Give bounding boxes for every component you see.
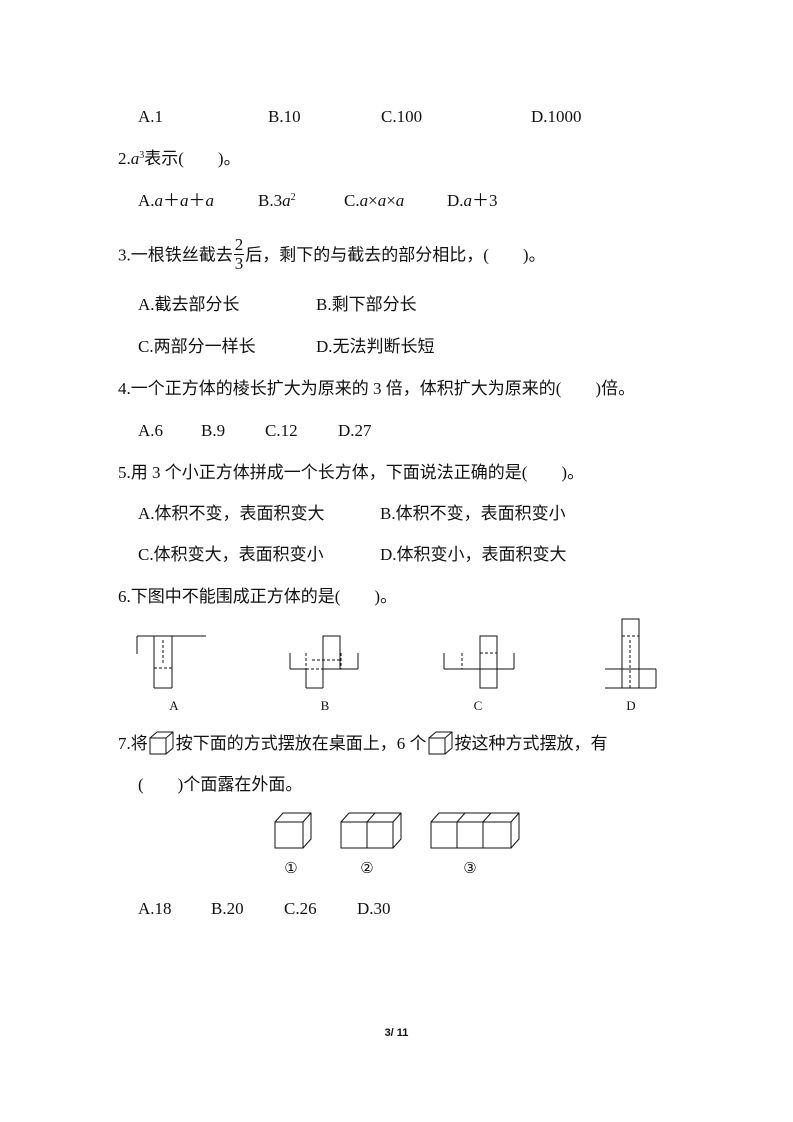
q3-option-c: C.两部分一样长 xyxy=(138,337,256,356)
q7-option-a: A.18 xyxy=(138,899,172,918)
q5-option-a: A.体积不变，表面积变大 xyxy=(138,504,325,523)
cube-net-b xyxy=(289,635,359,689)
stack-label-2: ② xyxy=(360,861,373,877)
small-cube-icon xyxy=(428,731,452,755)
q7-question-line2: ( )个面露在外面。 xyxy=(138,775,303,794)
q7-option-b: B.20 xyxy=(211,899,244,918)
q1-option-a: A.1 xyxy=(138,107,164,126)
net-label-d: D xyxy=(626,698,635,713)
cube-stack-1 xyxy=(274,812,312,849)
q2-option-c: C.a×a×a xyxy=(344,191,405,210)
cube-stack-2 xyxy=(340,812,402,849)
cube-net-d xyxy=(605,618,657,689)
page-number: 3/ 11 xyxy=(384,1027,409,1039)
q2-question: 2.a3表示( )。 xyxy=(118,149,241,168)
q4-option-c: C.12 xyxy=(265,421,298,440)
q5-question: 5.用 3 个小正方体拼成一个长方体，下面说法正确的是( )。 xyxy=(118,463,585,482)
q2-option-a: A.a＋a＋a xyxy=(138,191,215,210)
q1-option-b: B.10 xyxy=(268,107,301,126)
small-cube-icon xyxy=(149,731,174,755)
q5-option-d: D.体积变小，表面积变大 xyxy=(380,545,567,564)
q2-option-b: B.3a2 xyxy=(258,191,296,210)
q4-option-a: A.6 xyxy=(138,421,164,440)
net-label-b: B xyxy=(321,698,330,713)
q3-option-a: A.截去部分长 xyxy=(138,295,240,314)
cube-stack-3 xyxy=(430,812,520,849)
net-label-a: A xyxy=(169,698,179,713)
q1-option-c: C.100 xyxy=(381,107,423,126)
q3-option-d: D.无法判断长短 xyxy=(316,337,435,356)
q5-option-b: B.体积不变，表面积变小 xyxy=(380,504,566,523)
q4-option-b: B.9 xyxy=(201,421,226,440)
cube-net-a xyxy=(136,635,206,689)
q6-question: 6.下图中不能围成正方体的是( )。 xyxy=(118,587,398,606)
q7-option-d: D.30 xyxy=(357,899,391,918)
q2-option-d: D.a＋3 xyxy=(447,191,498,210)
q1-option-d: D.1000 xyxy=(531,107,582,126)
q4-option-d: D.27 xyxy=(338,421,372,440)
cube-net-c xyxy=(443,635,515,689)
net-label-c: C xyxy=(474,698,483,713)
q7-option-c: C.26 xyxy=(284,899,317,918)
stack-label-3: ③ xyxy=(463,861,476,877)
q7-question: 7.将按下面的方式摆放在桌面上，6 个按这种方式摆放，有 xyxy=(118,731,608,758)
q3-option-b: B.剩下部分长 xyxy=(316,295,417,314)
stack-label-1: ① xyxy=(284,861,297,877)
q4-question: 4.一个正方体的棱长扩大为原来的 3 倍，体积扩大为原来的( )倍。 xyxy=(118,379,636,398)
q5-option-c: C.体积变大，表面积变小 xyxy=(138,545,324,564)
